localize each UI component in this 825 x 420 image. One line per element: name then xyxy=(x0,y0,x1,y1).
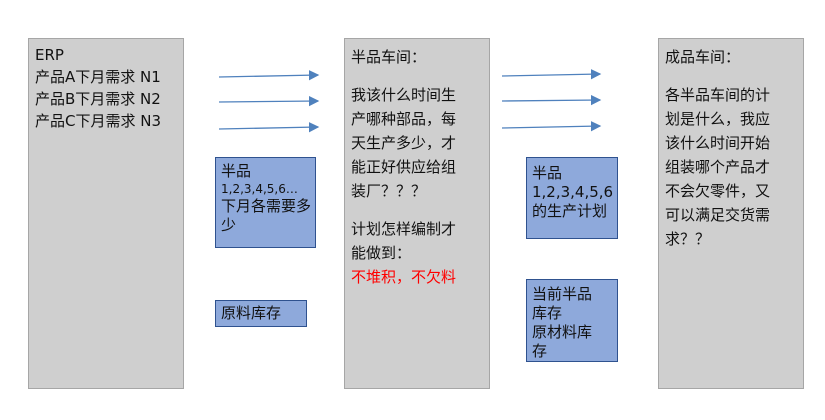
finished-workshop-panel: 成品车间： 各半品车间的计 划是什么，我应 该什么时间开始 组装哪个产品才 不会… xyxy=(658,38,804,389)
finished-question-line: 划是什么，我应 xyxy=(665,110,771,128)
arrow-erp-to-semi-1 xyxy=(218,69,320,81)
current-stock-line: 存 xyxy=(532,342,548,360)
finished-question-line: 组装哪个产品才 xyxy=(665,158,771,176)
arrow-erp-to-semi-2 xyxy=(218,95,320,107)
finished-workshop-title: 成品车间： xyxy=(665,48,741,66)
finished-question-line: 不会欠零件，又 xyxy=(665,182,771,200)
semi-question-line: 装厂？？？ xyxy=(351,182,427,200)
semi-demand-title: 半品 xyxy=(221,162,252,180)
raw-stock-label: 原料库存 xyxy=(221,304,282,322)
arrow-semi-to-finished-3 xyxy=(501,120,602,132)
semi-plan-box: 半品 1,2,3,4,5,6 的生产计划 xyxy=(526,157,618,239)
arrow-semi-to-finished-1 xyxy=(501,68,602,80)
current-stock-box: 当前半品 库存 原材料库 存 xyxy=(526,279,618,362)
semi-question-line: 我该什么时间生 xyxy=(351,86,457,104)
plan-question-line: 计划怎样编制才 xyxy=(351,220,457,238)
goal-text: 不堆积，不欠料 xyxy=(351,268,457,286)
erp-demand-c: 产品C下月需求 N3 xyxy=(35,112,162,130)
semi-demand-box: 半品 1,2,3,4,5,6… 下月各需要多 少 xyxy=(215,157,316,248)
raw-stock-box: 原料库存 xyxy=(215,300,307,327)
erp-demand-b: 产品B下月需求 N2 xyxy=(35,90,161,108)
semi-demand-text: 下月各需要多 xyxy=(221,197,312,215)
erp-panel: ERP 产品A下月需求 N1 产品B下月需求 N2 产品C下月需求 N3 xyxy=(28,38,184,389)
semi-plan-title: 半品 xyxy=(532,164,563,182)
arrow-erp-to-semi-3 xyxy=(218,121,320,133)
semi-question-line: 天生产多少，才 xyxy=(351,134,457,152)
semi-demand-text-2: 少 xyxy=(221,216,237,234)
finished-question-line: 可以满足交货需 xyxy=(665,206,771,224)
erp-demand-a: 产品A下月需求 N1 xyxy=(35,68,161,86)
current-stock-line: 库存 xyxy=(532,304,563,322)
current-stock-line: 当前半品 xyxy=(532,285,593,303)
erp-title: ERP xyxy=(35,46,64,64)
semi-workshop-panel: 半品车间： 我该什么时间生 产哪种部品，每 天生产多少，才 能正好供应给组 装厂… xyxy=(344,38,490,389)
semi-plan-text: 的生产计划 xyxy=(532,202,608,220)
finished-question-line: 该什么时间开始 xyxy=(665,134,771,152)
plan-question-line: 能做到： xyxy=(351,244,412,262)
semi-question-line: 能正好供应给组 xyxy=(351,158,457,176)
finished-question-line: 各半品车间的计 xyxy=(665,86,771,104)
current-stock-line: 原材料库 xyxy=(532,323,593,341)
semi-demand-numbers: 1,2,3,4,5,6… xyxy=(221,182,298,196)
finished-question-line: 求？？ xyxy=(665,230,711,248)
semi-question-line: 产哪种部品，每 xyxy=(351,110,457,128)
semi-plan-numbers: 1,2,3,4,5,6 xyxy=(532,183,614,201)
semi-workshop-title: 半品车间： xyxy=(351,48,427,66)
arrow-semi-to-finished-2 xyxy=(501,94,602,106)
